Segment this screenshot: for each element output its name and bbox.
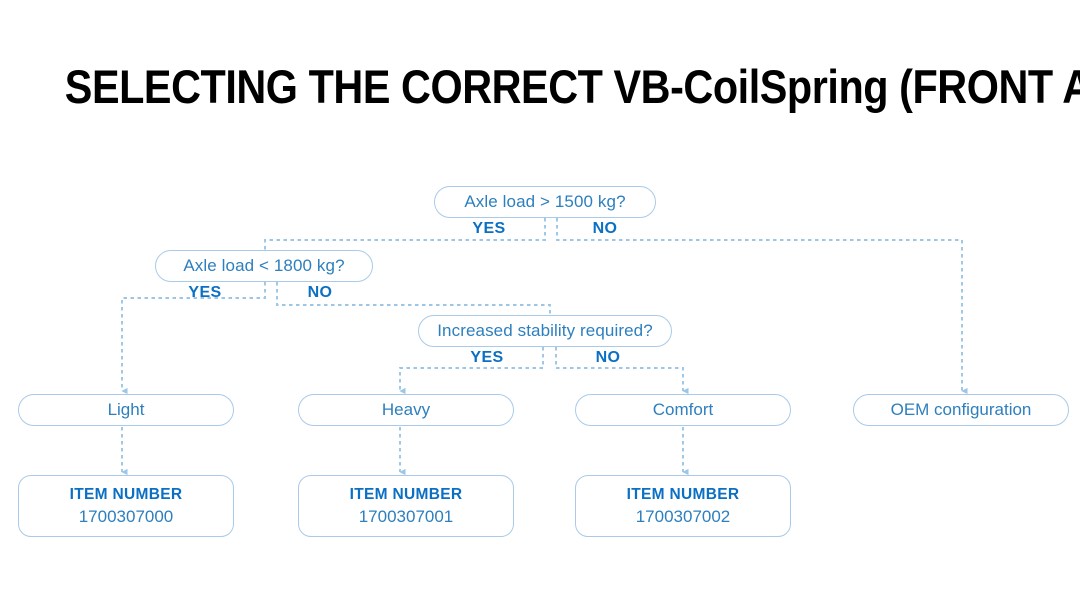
decision-node-increased-stability[interactable]: Increased stability required? [418, 315, 672, 347]
outcome-node-oem[interactable]: OEM configuration [853, 394, 1069, 426]
branch-label-d2-no: NO [307, 284, 333, 301]
branch-label-d1-no: NO [592, 220, 618, 237]
edge-d3-yes [399, 347, 544, 395]
item-number-label: ITEM NUMBER [349, 485, 463, 503]
edge-d1-yes [264, 218, 546, 252]
edge-d1-no [556, 218, 968, 395]
outcome-node-light[interactable]: Light [18, 394, 234, 426]
item-number-label: ITEM NUMBER [69, 485, 183, 503]
branch-label-d3-no: NO [595, 349, 621, 366]
branch-label-d2-yes: YES [188, 284, 222, 301]
page-title: SELECTING THE CORRECT VB-CoilSpring (FRO… [64, 60, 1080, 113]
item-number-box-light[interactable]: ITEM NUMBER 1700307000 [18, 475, 234, 537]
item-number-value: 1700307000 [78, 506, 174, 526]
item-number-value: 1700307002 [635, 506, 731, 526]
item-number-value: 1700307001 [358, 506, 454, 526]
branch-label-d3-yes: YES [470, 349, 504, 366]
outcome-node-comfort[interactable]: Comfort [575, 394, 791, 426]
outcome-node-heavy[interactable]: Heavy [298, 394, 514, 426]
item-number-box-heavy[interactable]: ITEM NUMBER 1700307001 [298, 475, 514, 537]
branch-label-d1-yes: YES [472, 220, 506, 237]
item-number-label: ITEM NUMBER [626, 485, 740, 503]
decision-node-axle-load-1800[interactable]: Axle load < 1800 kg? [155, 250, 373, 282]
edge-d2-yes [121, 282, 266, 395]
decision-node-axle-load-1500[interactable]: Axle load > 1500 kg? [434, 186, 656, 218]
edge-d3-no [555, 347, 689, 395]
edge-d2-no [276, 282, 551, 318]
item-number-box-comfort[interactable]: ITEM NUMBER 1700307002 [575, 475, 791, 537]
